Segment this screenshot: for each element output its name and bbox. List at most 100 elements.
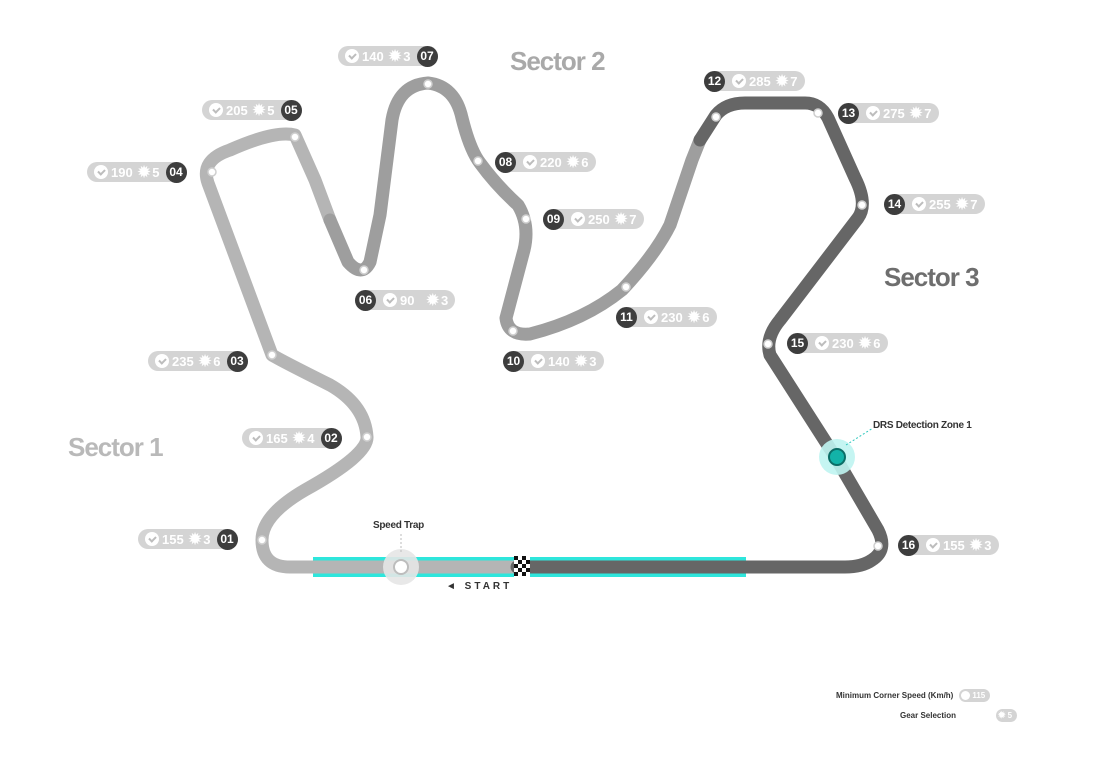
gear-icon: ✹ <box>566 153 580 171</box>
gear-icon: ✹ <box>252 101 266 119</box>
legend-speed-pill: 115 <box>959 689 991 702</box>
corner-marker-03 <box>267 350 277 360</box>
corner-marker-02 <box>362 432 372 442</box>
corner-01-info: 155✹3 01 <box>138 528 238 550</box>
gear-icon: ✹ <box>858 334 872 352</box>
gear-icon: ✹ <box>137 163 151 181</box>
corner-gear: 5 <box>152 164 160 180</box>
corner-speed: 235 <box>172 353 194 369</box>
corner-gear: 6 <box>873 335 881 351</box>
speed-icon <box>155 354 169 368</box>
corner-gear: 3 <box>984 537 992 553</box>
corner-marker-09 <box>521 214 531 224</box>
corner-number-badge: 16 <box>898 534 919 556</box>
corner-gear: 6 <box>213 353 221 369</box>
corner-gear: 6 <box>702 309 710 325</box>
corner-marker-11 <box>621 282 631 292</box>
corner-gear: 3 <box>403 48 411 64</box>
gear-icon: ✹ <box>292 429 306 447</box>
corner-number-badge: 02 <box>320 427 342 449</box>
corner-marker-04 <box>207 167 217 177</box>
corner-marker-15 <box>763 339 773 349</box>
speed-trap-marker <box>393 559 409 575</box>
corner-speed: 140 <box>362 48 384 64</box>
legend-gear-label: Gear Selection <box>900 711 957 720</box>
corner-marker-01 <box>257 535 267 545</box>
corner-gear: 7 <box>790 73 798 89</box>
corner-number-badge: 15 <box>787 332 808 354</box>
corner-number-badge: 01 <box>216 528 238 550</box>
corner-marker-12 <box>711 112 721 122</box>
corner-number-badge: 12 <box>704 70 725 92</box>
corner-speed: 165 <box>266 430 288 446</box>
drs-marker <box>828 448 846 466</box>
start-finish-line <box>514 556 530 578</box>
corner-number-badge: 10 <box>503 350 524 372</box>
speed-icon <box>94 165 108 179</box>
corner-speed: 90 <box>400 292 415 308</box>
sector-2-label: Sector 2 <box>510 46 606 76</box>
corner-16-info: 16 155✹3 <box>898 534 999 556</box>
gear-icon: ✹ <box>426 291 440 309</box>
corner-speed: 250 <box>588 211 610 227</box>
corner-number-badge: 04 <box>165 161 187 183</box>
corner-number-badge: 03 <box>226 350 248 372</box>
track-sector-1 <box>199 127 524 574</box>
gear-icon: ✹ <box>998 710 1006 720</box>
corner-speed: 230 <box>832 335 854 351</box>
corner-marker-14 <box>857 200 867 210</box>
speed-icon <box>815 336 829 350</box>
legend-speed-sample: 115 <box>972 691 986 700</box>
corner-gear: 7 <box>924 105 932 121</box>
legend-gear-sample: 5 <box>1007 711 1013 720</box>
gear-icon: ✹ <box>955 195 969 213</box>
speed-icon <box>383 293 397 307</box>
corner-gear: 3 <box>589 353 597 369</box>
corner-number-badge: 06 <box>355 289 376 311</box>
corner-gear: 4 <box>307 430 315 446</box>
legend-gear-pill: ✹5 <box>996 709 1018 722</box>
gear-icon: ✹ <box>198 352 212 370</box>
corner-marker-06 <box>359 265 369 275</box>
drs-detection-label: DRS Detection Zone 1 <box>873 420 972 431</box>
corner-speed: 155 <box>943 537 965 553</box>
corner-02-info: 165✹4 02 <box>242 427 342 449</box>
track-sector-2 <box>323 76 707 341</box>
corner-number-badge: 11 <box>616 306 637 328</box>
gear-icon: ✹ <box>909 104 923 122</box>
gear-icon: ✹ <box>687 308 701 326</box>
legend-speed: Minimum Corner Speed (Km/h) 115 <box>836 689 991 702</box>
corner-speed: 140 <box>548 353 570 369</box>
sector-1-label: Sector 1 <box>68 432 164 462</box>
start-label: ◄ START <box>446 581 513 592</box>
corner-speed: 155 <box>162 531 184 547</box>
corner-gear: 5 <box>267 102 275 118</box>
gear-icon: ✹ <box>775 72 789 90</box>
corner-marker-16 <box>873 541 883 551</box>
corner-speed: 275 <box>883 105 905 121</box>
speed-icon <box>961 691 971 700</box>
speed-icon <box>866 106 880 120</box>
speed-icon <box>571 212 585 226</box>
corner-03-info: 235✹6 03 <box>148 350 248 372</box>
gear-icon: ✹ <box>188 530 202 548</box>
corner-gear: 3 <box>203 531 211 547</box>
corner-markers <box>207 79 883 551</box>
corner-number-badge: 13 <box>838 102 859 124</box>
corner-marker-10 <box>508 326 518 336</box>
speed-icon <box>531 354 545 368</box>
corner-12-info: 12 285✹7 <box>704 70 805 92</box>
gear-icon: ✹ <box>614 210 628 228</box>
speed-icon <box>249 431 263 445</box>
legend-gear: Gear Selection ✹5 <box>900 709 1018 722</box>
gear-icon: ✹ <box>969 536 983 554</box>
corner-speed: 285 <box>749 73 771 89</box>
speed-icon <box>345 49 359 63</box>
corner-gear: 7 <box>970 196 978 212</box>
